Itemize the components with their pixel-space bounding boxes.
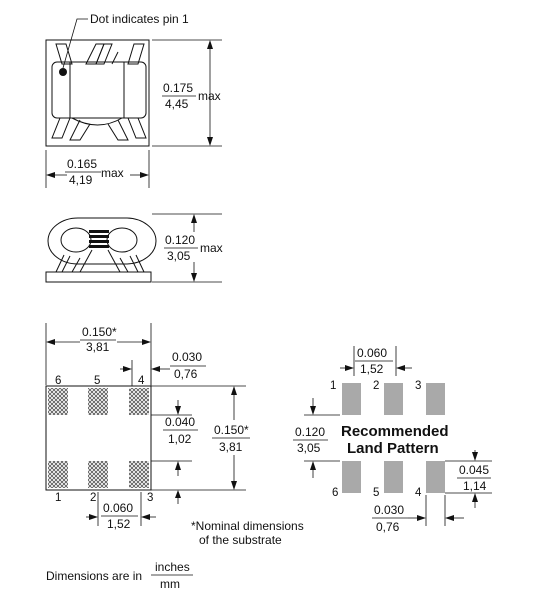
land-padlen-mm: 1,14 (463, 479, 487, 493)
sub-pitch-in: 0.060 (103, 501, 133, 515)
sub-width-mm: 3,81 (86, 340, 110, 354)
land-title-line1: Recommended (341, 423, 449, 440)
sub-padgap-in: 0.030 (172, 350, 202, 364)
land-padw-mm: 0,76 (376, 520, 400, 534)
substrate-pads (48, 388, 149, 488)
side-view-winding (89, 230, 109, 248)
land-pitch-mm: 1,52 (360, 362, 384, 376)
land-padw-in: 0.030 (374, 503, 404, 517)
land-pitch-in: 0.060 (357, 346, 387, 360)
sub-padgap-mm: 0,76 (174, 367, 198, 381)
land-padlen-in: 0.045 (459, 463, 489, 477)
units-prefix: Dimensions are in (46, 569, 142, 583)
side-view-body (47, 217, 157, 265)
sub-pitch-mm: 1,52 (107, 517, 131, 531)
sub-footnote-line2: of the substrate (199, 533, 282, 547)
side-view-base (45, 271, 152, 283)
side-height-mm: 3,05 (167, 249, 191, 263)
sub-height-in: 0.150* (214, 423, 249, 437)
sub-footnote-line1: *Nominal dimensions (191, 519, 304, 533)
sub-pin-4: 4 (138, 375, 145, 387)
top-width-mm: 4,19 (69, 173, 93, 187)
land-pin-6: 6 (332, 487, 338, 499)
land-pin-2: 2 (373, 380, 379, 392)
top-height-mm: 4,45 (165, 97, 189, 111)
top-width-max: max (101, 166, 124, 180)
sub-pin-3: 3 (147, 492, 153, 504)
land-rowgap-mm: 3,05 (297, 441, 321, 455)
sub-width-in: 0.150* (82, 325, 117, 339)
land-title-line2: Land Pattern (347, 440, 439, 457)
land-rowgap-in: 0.120 (295, 425, 325, 439)
sub-height-mm: 3,81 (219, 440, 243, 454)
units-note: Dimensions are in inches mm (46, 560, 193, 591)
pin1-dot (59, 68, 67, 76)
top-height-in: 0.175 (163, 81, 193, 95)
pin1-note: Dot indicates pin 1 (90, 12, 189, 26)
side-view-leads (55, 249, 145, 273)
top-view: Dot indicates pin 1 0.175 (45, 12, 222, 188)
units-denominator: mm (160, 577, 180, 591)
units-numerator: inches (155, 560, 190, 574)
top-view-leads-bottom (51, 117, 147, 141)
land-pin-5: 5 (373, 487, 379, 499)
land-pin-4: 4 (415, 487, 422, 499)
land-pin-1: 1 (330, 380, 336, 392)
top-width-in: 0.165 (67, 157, 97, 171)
side-height-max: max (200, 241, 223, 255)
substrate-view: 0.150* 3,81 0.030 0,76 6 5 4 1 2 3 (45, 323, 304, 547)
top-height-max: max (198, 89, 221, 103)
top-view-body (51, 61, 147, 119)
side-view: 0.120 3,05 max (45, 213, 223, 283)
top-view-leads (55, 43, 145, 65)
sub-pin-1: 1 (55, 492, 61, 504)
pin1-leader (62, 18, 88, 69)
sub-pin-6: 6 (55, 375, 61, 387)
top-view-substrate (45, 39, 150, 147)
sub-pin-5: 5 (94, 375, 100, 387)
side-height-in: 0.120 (165, 233, 195, 247)
sub-pin-2: 2 (90, 492, 96, 504)
sub-padspace-mm: 1,02 (168, 432, 192, 446)
land-pads (342, 383, 445, 493)
sub-padspace-in: 0.040 (165, 415, 195, 429)
substrate-body (45, 385, 152, 491)
land-pin-3: 3 (415, 380, 421, 392)
land-pattern: 0.060 1,52 1 2 3 6 5 4 Recommended Land … (293, 346, 492, 534)
